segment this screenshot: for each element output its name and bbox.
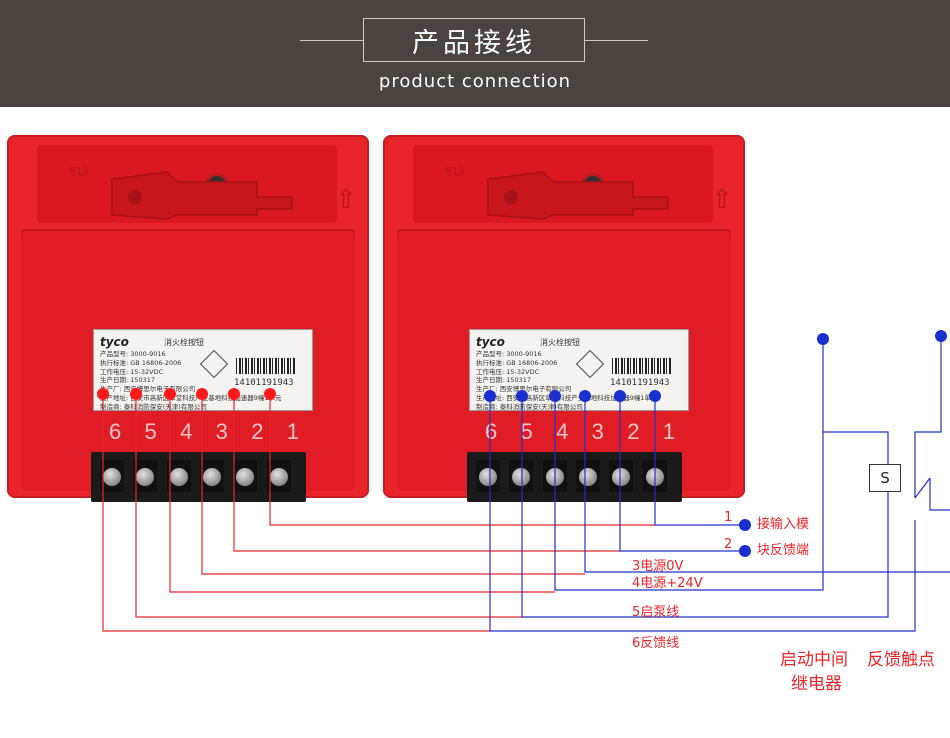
blue-dot [516, 390, 528, 402]
device-code: 013 [445, 165, 465, 178]
terminal-screw [200, 460, 224, 492]
device-left: 013 ⇧ tyco 消火栓按钮 产品型号: 3000-9016 执行标准: G… [7, 135, 369, 502]
brand-logo: tyco [100, 335, 129, 349]
blue-wires [489, 342, 950, 632]
relay-coil-symbol: S [869, 464, 901, 492]
blue-dot [817, 333, 829, 345]
device-top-cover: 013 ⇧ [413, 145, 733, 223]
device-top-cover: 013 ⇧ [37, 145, 357, 223]
product-name: 消火栓按钮 [540, 338, 580, 347]
terminal-number: 5 [520, 419, 533, 444]
red-wires [102, 394, 655, 632]
label-line: 产品型号: 3000-9016 [476, 350, 542, 359]
blue-dot [739, 519, 751, 531]
label-line: 生产地址: 西安市高新区草堂科技产业基地科技加速器9幢1单元 [476, 394, 658, 403]
device-code: 013 [69, 165, 89, 178]
wire-label-4: 4电源+24V [632, 576, 703, 591]
terminal-screw [233, 460, 257, 492]
blue-dot [649, 390, 661, 402]
blue-dot [484, 390, 496, 402]
terminal-screw [100, 460, 124, 492]
terminal-screw [509, 460, 533, 492]
label-line: 产品型号: 3000-9016 [100, 350, 166, 359]
label-line: 制造商: 泰科消防保安(天津)有限公司 [476, 402, 583, 411]
terminal-number: 2 [627, 419, 640, 444]
relay-label-line1: 启动中间 [780, 650, 848, 670]
wire-label-1-text: 接输入模 [757, 517, 810, 532]
serial-number: 14101191943 [234, 378, 294, 388]
label-line: 生产日期: 150317 [476, 376, 532, 385]
terminal-number: 1 [286, 419, 299, 444]
title-rule-left [300, 40, 363, 41]
terminal-screw [267, 460, 291, 492]
red-dot [196, 388, 208, 400]
terminal-numbers: 6 5 4 3 2 1 [485, 419, 675, 445]
label-line: 执行标准: GB 16806-2006 [100, 358, 182, 367]
contact-label: 反馈触点 [867, 650, 935, 670]
reset-key-icon [111, 171, 293, 220]
blue-dot [739, 545, 751, 557]
wire-label-5: 5启泵线 [632, 605, 680, 620]
label-line: 生产厂: 西安博思尔电子有限公司 [476, 385, 572, 394]
terminal-screw [576, 460, 600, 492]
red-dot [264, 388, 276, 400]
terminal-number: 1 [662, 419, 675, 444]
wire-label-3: 3电源0V [632, 559, 684, 574]
label-line: 生产日期: 150317 [100, 376, 156, 385]
label-line: 生产厂: 西安博思尔电子有限公司 [100, 385, 196, 394]
red-dot [228, 388, 240, 400]
terminal-number: 3 [591, 419, 604, 444]
terminal-number: 6 [485, 419, 498, 444]
label-line: 生产地址: 西安市高新区草堂科技产业基地科技加速器9幢1单元 [100, 394, 282, 403]
terminal-screw [476, 460, 500, 492]
header-banner: 产品接线 product connection [0, 0, 950, 107]
red-dot [130, 388, 142, 400]
blue-dot [579, 390, 591, 402]
terminal-dots [97, 330, 947, 557]
page-subtitle: product connection [378, 71, 572, 92]
terminal-number: 3 [215, 419, 228, 444]
serial-number: 14101191943 [610, 378, 670, 388]
terminal-number: 6 [109, 419, 122, 444]
label-line: 工作电压: 15-32VDC [476, 367, 540, 376]
brand-logo: tyco [476, 335, 505, 349]
red-dot [97, 388, 109, 400]
blue-dot [614, 390, 626, 402]
barcode-icon [612, 358, 672, 374]
reset-key-icon [487, 171, 669, 220]
wire-label-2-text: 块反馈端 [757, 543, 810, 558]
label-line: 制造商: 泰科消防保安(天津)有限公司 [100, 402, 207, 411]
wire-label-1-num: 1 [724, 510, 733, 525]
title-rule-right [585, 40, 648, 41]
product-name: 消火栓按钮 [164, 338, 204, 347]
device-body: tyco 消火栓按钮 产品型号: 3000-9016 执行标准: GB 1680… [21, 229, 355, 502]
label-line: 工作电压: 15-32VDC [100, 367, 164, 376]
blue-dot [549, 390, 561, 402]
terminal-screw [167, 460, 191, 492]
label-line: 执行标准: GB 16806-2006 [476, 358, 558, 367]
wire-label-2-num: 2 [724, 537, 733, 552]
up-arrow-icon: ⇧ [335, 185, 357, 215]
relay-label-line2: 继电器 [791, 674, 842, 694]
barcode-icon [236, 358, 296, 374]
terminal-screw [609, 460, 633, 492]
page-title: 产品接线 [363, 18, 585, 62]
terminal-number: 4 [556, 419, 569, 444]
terminal-numbers: 6 5 4 3 2 1 [109, 419, 299, 445]
terminal-number: 2 [251, 419, 264, 444]
red-dot [164, 388, 176, 400]
wire-label-6: 6反馈线 [632, 636, 680, 651]
terminal-number: 4 [180, 419, 193, 444]
terminal-number: 5 [144, 419, 157, 444]
terminal-screw [133, 460, 157, 492]
blue-dot [935, 330, 947, 342]
up-arrow-icon: ⇧ [711, 185, 733, 215]
